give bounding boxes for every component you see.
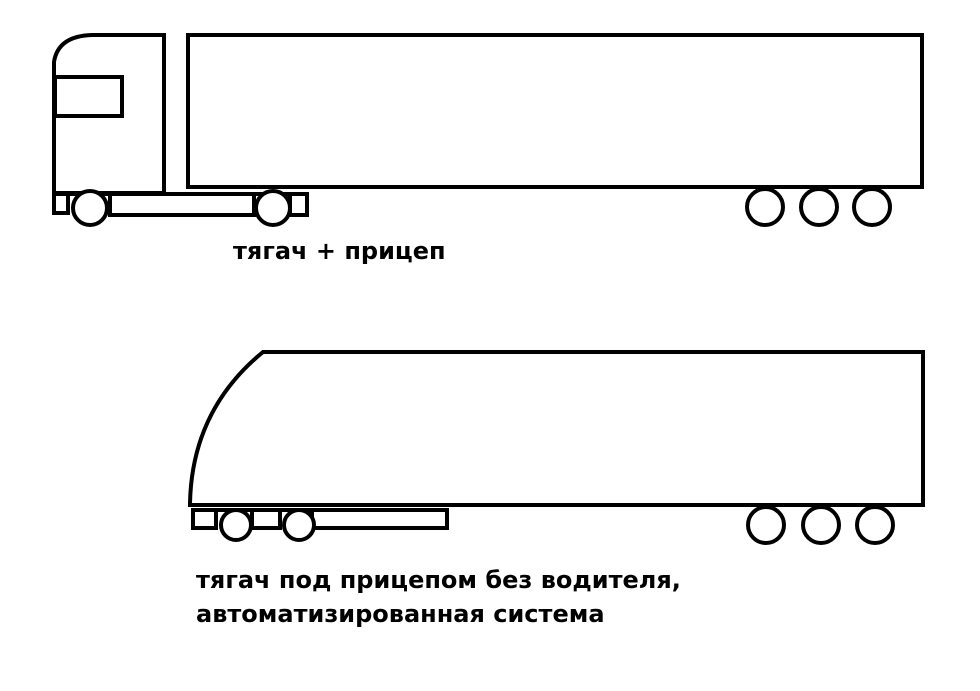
bumper-rear: [288, 192, 309, 217]
aero-trailer-wheel-3: [855, 505, 895, 545]
tractor-cab: [52, 33, 166, 195]
caption-autonomous-system: тягач под прицепом без водителя, автомат…: [196, 563, 681, 631]
chassis-rail: [108, 192, 256, 217]
autonomous-tractor-under-trailer: [188, 350, 925, 545]
low-tractor-wheel-1: [219, 508, 253, 542]
tractor-with-trailer: [52, 33, 924, 227]
caption-line-1: тягач под прицепом без водителя,: [196, 566, 681, 594]
aero-trailer-wheel-1: [746, 505, 786, 545]
caption-line-2: автоматизированная система: [196, 600, 605, 628]
low-tractor-wheel-2: [282, 508, 316, 542]
caption-tractor-trailer: тягач + прицеп: [233, 237, 446, 265]
trailer-box-aero: [188, 350, 925, 507]
tractor-front-wheel: [71, 189, 109, 227]
aero-trailer-wheel-2: [801, 505, 841, 545]
chassis-rail-long: [310, 508, 449, 530]
tractor-rear-wheel: [254, 189, 292, 227]
bumper-front: [52, 192, 70, 215]
trailer-wheel-3: [852, 187, 892, 227]
chassis-block-front: [191, 508, 218, 530]
trailer-box-top: [186, 33, 924, 189]
chassis-block-mid: [250, 508, 282, 530]
trailer-wheel-1: [745, 187, 785, 227]
trailer-wheel-2: [799, 187, 839, 227]
cab-window: [53, 75, 124, 118]
